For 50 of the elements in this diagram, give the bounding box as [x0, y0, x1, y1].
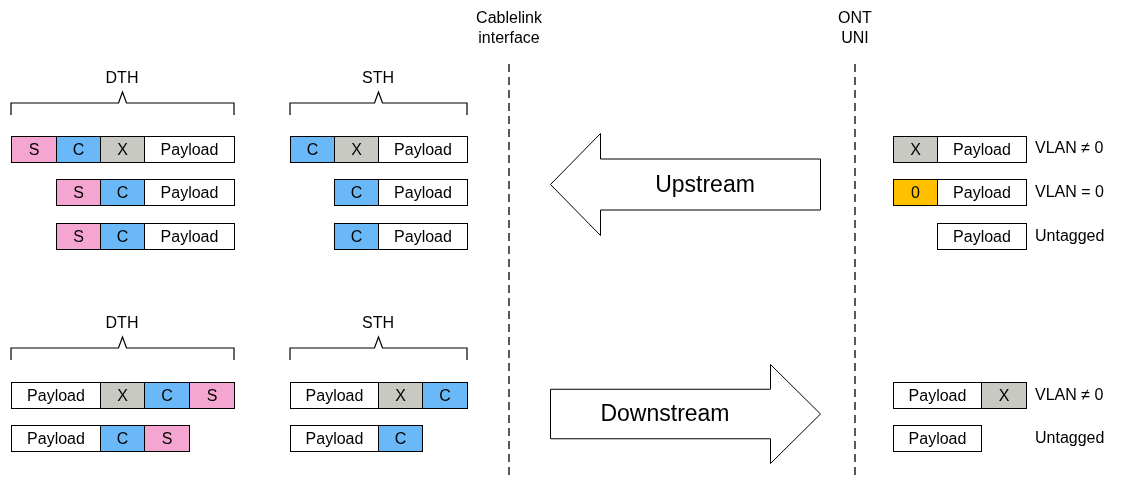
- interface-label: Cablelink interface: [475, 8, 543, 48]
- header-field-box: Payload: [290, 382, 379, 409]
- header-field-box: S: [144, 425, 190, 452]
- header-field-box: C: [422, 382, 468, 409]
- header-field-box: X: [100, 136, 145, 163]
- header-field-box: C: [334, 223, 379, 250]
- header-field-box: C: [144, 382, 190, 409]
- header-field-box: Payload: [893, 425, 982, 452]
- tagging-mode-label: DTH: [104, 313, 140, 333]
- tagging-mode-label: STH: [361, 68, 395, 88]
- tagging-mode-label: STH: [361, 313, 395, 333]
- tagging-mode-label: DTH: [104, 68, 140, 88]
- header-field-box: C: [100, 223, 145, 250]
- vlan-label: VLAN ≠ 0: [1035, 385, 1104, 405]
- header-field-box: Payload: [937, 223, 1027, 250]
- header-field-box: X: [100, 382, 145, 409]
- header-field-box: X: [378, 382, 423, 409]
- header-field-box: C: [290, 136, 335, 163]
- header-field-box: Payload: [290, 425, 379, 452]
- header-field-box: Payload: [144, 179, 235, 206]
- header-field-box: Payload: [11, 382, 101, 409]
- header-field-box: Payload: [937, 179, 1027, 206]
- header-field-box: Payload: [893, 382, 982, 409]
- header-field-box: X: [334, 136, 379, 163]
- vlan-label: VLAN ≠ 0: [1035, 138, 1104, 158]
- vlan-label: Untagged: [1035, 428, 1105, 448]
- header-field-box: X: [893, 136, 938, 163]
- direction-label: Upstream: [655, 170, 755, 198]
- header-field-box: Payload: [937, 136, 1027, 163]
- interface-label: ONT UNI: [837, 8, 873, 48]
- header-field-box: C: [100, 179, 145, 206]
- header-field-box: C: [378, 425, 423, 452]
- header-field-box: C: [100, 425, 145, 452]
- vlan-label: Untagged: [1035, 226, 1105, 246]
- header-field-box: Payload: [378, 136, 468, 163]
- header-field-box: Payload: [144, 223, 235, 250]
- header-field-box: Payload: [378, 223, 468, 250]
- header-field-box: C: [56, 136, 101, 163]
- header-field-box: S: [56, 179, 101, 206]
- header-field-box: S: [11, 136, 57, 163]
- header-field-box: Payload: [144, 136, 235, 163]
- header-field-box: S: [189, 382, 235, 409]
- vlan-label: VLAN = 0: [1035, 182, 1104, 202]
- header-field-box: Payload: [11, 425, 101, 452]
- header-field-box: C: [334, 179, 379, 206]
- header-field-box: X: [981, 382, 1027, 409]
- header-field-box: S: [56, 223, 101, 250]
- header-field-box: Payload: [378, 179, 468, 206]
- direction-label: Downstream: [600, 400, 730, 427]
- header-field-box: 0: [893, 179, 938, 206]
